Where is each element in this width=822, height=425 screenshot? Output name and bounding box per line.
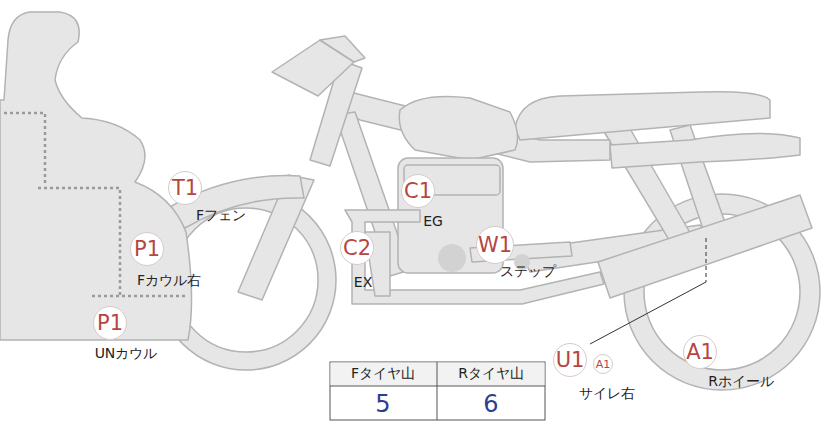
fairing [0, 12, 192, 340]
callout-circle: P1UNカウル [93, 306, 127, 340]
table-value-cell: 6 [483, 390, 498, 418]
handlebar [320, 36, 365, 62]
table-header-cell: Rタイヤ山 [458, 365, 524, 383]
callout-circle: W1ステップ [476, 226, 514, 264]
part-name: EX [354, 274, 372, 290]
engine-cover [438, 244, 466, 272]
callout-number: A1 [594, 355, 612, 373]
callout-circle: P1Fカウル右 [130, 232, 164, 266]
callout-number: U1 [554, 344, 586, 376]
callout-number: P1 [94, 307, 126, 339]
callout-number: P1 [131, 233, 163, 265]
callout-circle: T1Fフェン [168, 171, 202, 205]
callout-circle: U1サイレ右 [553, 343, 587, 377]
table-value-cell: 5 [375, 390, 390, 418]
leader-line [590, 282, 706, 344]
table-rule [437, 362, 438, 420]
leader-line [706, 238, 707, 282]
callout-circle: C1EG [401, 174, 435, 208]
callout-circle: C2EX [340, 231, 374, 265]
part-name: UNカウル [95, 345, 158, 363]
part-name: EG [423, 213, 443, 229]
fairing-split-line [4, 113, 45, 185]
callout-number: A1 [684, 336, 716, 368]
callout-number: C1 [402, 175, 434, 207]
part-name: サイレ右 [579, 385, 635, 403]
table-header-cell: Fタイヤ山 [351, 365, 415, 383]
tail-cowl [610, 133, 800, 168]
table-frame [330, 362, 545, 420]
part-name: ステップ [500, 263, 556, 281]
part-name: Fカウル右 [137, 272, 201, 290]
callout-number: W1 [477, 227, 513, 263]
callout-circle: A1 [593, 354, 613, 374]
fuel-tank [399, 97, 517, 161]
exhaust-pipe [345, 210, 604, 304]
fairing-split-line [38, 188, 120, 295]
callout-number: T1 [169, 172, 201, 204]
fairing-split-line [92, 295, 186, 298]
seat [515, 92, 770, 140]
part-name: Fフェン [196, 207, 246, 225]
part-name: Rホイール [708, 373, 774, 391]
callout-circle: A1Rホイール [683, 335, 717, 369]
callout-number: C2 [341, 232, 373, 264]
